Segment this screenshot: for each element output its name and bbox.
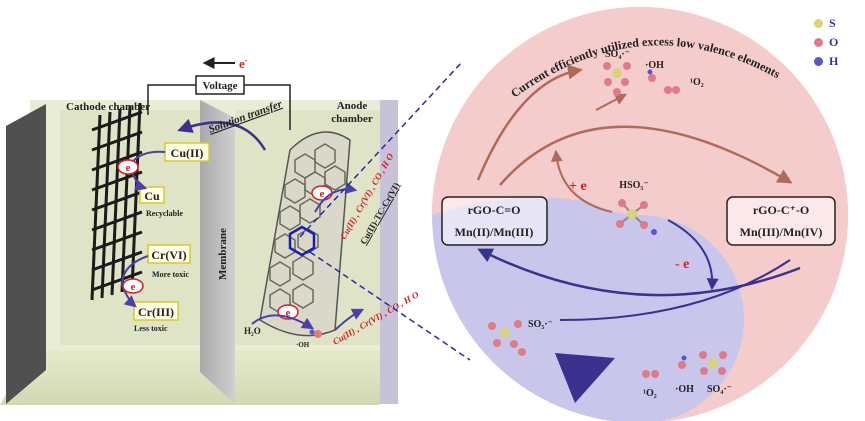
plus-electron-arrow bbox=[550, 149, 613, 213]
legend-label: S bbox=[829, 16, 836, 30]
electron-bubble-1-label: e bbox=[126, 162, 131, 174]
voltage-box bbox=[195, 75, 245, 95]
oh-top-label: ·OH bbox=[645, 60, 664, 71]
cr3-box bbox=[133, 301, 179, 321]
so5-label: SO₅·⁻ bbox=[528, 319, 553, 330]
right-box-line1: rGO-C⁺-O bbox=[753, 203, 809, 217]
more-toxic-label: More toxic bbox=[152, 270, 189, 279]
oh-top-hydrogen bbox=[647, 69, 653, 75]
so4-top-label: SO₄·⁻ bbox=[605, 49, 630, 60]
so4-bottom-label: SO₄·⁻ bbox=[707, 384, 732, 395]
cathode-chamber-label: Cathode chamber bbox=[66, 101, 150, 113]
voltage-label: Voltage bbox=[202, 80, 237, 92]
solution-transfer-arrow bbox=[177, 118, 267, 151]
cr3-label: Cr(III) bbox=[138, 305, 174, 319]
so4-bottom-molecule bbox=[699, 351, 727, 375]
right-box-line2: Mn(III)/Mn(IV) bbox=[740, 225, 823, 239]
minus-electron-label: - e bbox=[675, 257, 689, 272]
less-toxic-label: Less toxic bbox=[134, 324, 168, 333]
legend-label: H bbox=[829, 54, 839, 68]
legend-dot bbox=[814, 38, 823, 47]
cr6-label: Cr(VI) bbox=[151, 248, 186, 262]
oxidation-path-arrow bbox=[499, 125, 793, 186]
o2-top-atom-1 bbox=[664, 86, 672, 94]
lower-branch-line bbox=[559, 259, 791, 321]
top-branch-arrow bbox=[476, 64, 583, 181]
oh-label-left: ·OH bbox=[296, 341, 310, 349]
anode-wall bbox=[380, 100, 398, 404]
electron-bubble-2 bbox=[122, 278, 144, 294]
legend-item-o: O bbox=[814, 33, 862, 52]
electron-bubble-4-label: e bbox=[286, 307, 291, 319]
cathode-mesh bbox=[90, 102, 143, 301]
reduction-path-arrow bbox=[477, 248, 801, 297]
cu-label: Cu bbox=[144, 189, 160, 203]
water-oxidation-arrow bbox=[251, 314, 315, 330]
pink-region-top bbox=[432, 7, 640, 215]
minus-electron-arrow bbox=[667, 219, 719, 291]
mechanism-circle bbox=[432, 7, 848, 421]
anode-oxidation-arrow-1 bbox=[314, 182, 358, 213]
cu2-label: Cu(II) bbox=[171, 146, 204, 160]
voltage-circuit bbox=[147, 57, 291, 130]
plus-electron-label: + e bbox=[569, 179, 587, 194]
recyclable-label: Recyclable bbox=[146, 209, 183, 218]
legend-dot bbox=[814, 19, 823, 28]
electrochemical-cell: e- Voltage Cathode chamber Anode chamber… bbox=[0, 56, 421, 405]
cu-box bbox=[139, 186, 165, 204]
right-state-box bbox=[726, 196, 836, 246]
electron-bubble-3-label: e bbox=[320, 188, 325, 200]
radical-attack-arrow bbox=[334, 308, 365, 331]
left-box-line2: Mn(II)/Mn(III) bbox=[455, 225, 534, 239]
oh-bottom-oxygen bbox=[678, 361, 686, 369]
oh-bottom-hydrogen bbox=[681, 355, 687, 361]
o2-bottom-atom-1 bbox=[642, 370, 650, 378]
so4-top-molecule bbox=[603, 62, 631, 96]
bottom-big-arrow bbox=[554, 352, 616, 404]
cathode-wall bbox=[6, 104, 46, 404]
left-state-box bbox=[441, 196, 548, 246]
so5-molecule bbox=[488, 320, 526, 356]
legend-item-s: S bbox=[814, 14, 862, 33]
radical-release-arrow bbox=[595, 93, 628, 111]
o2-bottom-atom-2 bbox=[651, 370, 659, 378]
oh-radical-oxygen bbox=[314, 330, 322, 338]
membrane-panel bbox=[200, 100, 235, 404]
hso5-label: HSO₅⁻ bbox=[619, 180, 648, 191]
electron-bubble-2-label: e bbox=[131, 281, 136, 293]
membrane-label: Membrane bbox=[217, 228, 229, 280]
left-box-line1: rGO-C=O bbox=[468, 203, 521, 217]
pink-region-right bbox=[536, 7, 848, 421]
zoom-line-bottom bbox=[309, 251, 471, 361]
o2-top-atom-2 bbox=[672, 86, 680, 94]
h2o-label: H₂O bbox=[244, 326, 261, 336]
oh-top-oxygen bbox=[648, 74, 656, 82]
legend-label: O bbox=[829, 35, 839, 49]
legend-item-h: H bbox=[814, 52, 862, 71]
cr-reduction-arrow bbox=[120, 255, 149, 308]
oh-radical-hydrogen bbox=[309, 329, 315, 335]
electron-bubble-1 bbox=[117, 159, 139, 175]
highlight-hexagon bbox=[288, 225, 316, 257]
o2-top-label: ¹O₂ bbox=[690, 77, 704, 88]
oh-bottom-label: ·OH bbox=[675, 384, 694, 395]
hso5-molecule bbox=[616, 199, 657, 235]
cr6-box bbox=[147, 244, 191, 264]
anode-chamber-label-1: Anode bbox=[337, 100, 368, 112]
o2-bottom-label: ¹O₂ bbox=[643, 388, 657, 399]
electron-top-label: e- bbox=[239, 56, 248, 71]
legend-dot bbox=[814, 57, 823, 66]
anode-carbon-tube bbox=[259, 131, 351, 337]
cell-floor bbox=[0, 350, 395, 405]
anode-chamber-label-2: chamber bbox=[331, 113, 373, 125]
